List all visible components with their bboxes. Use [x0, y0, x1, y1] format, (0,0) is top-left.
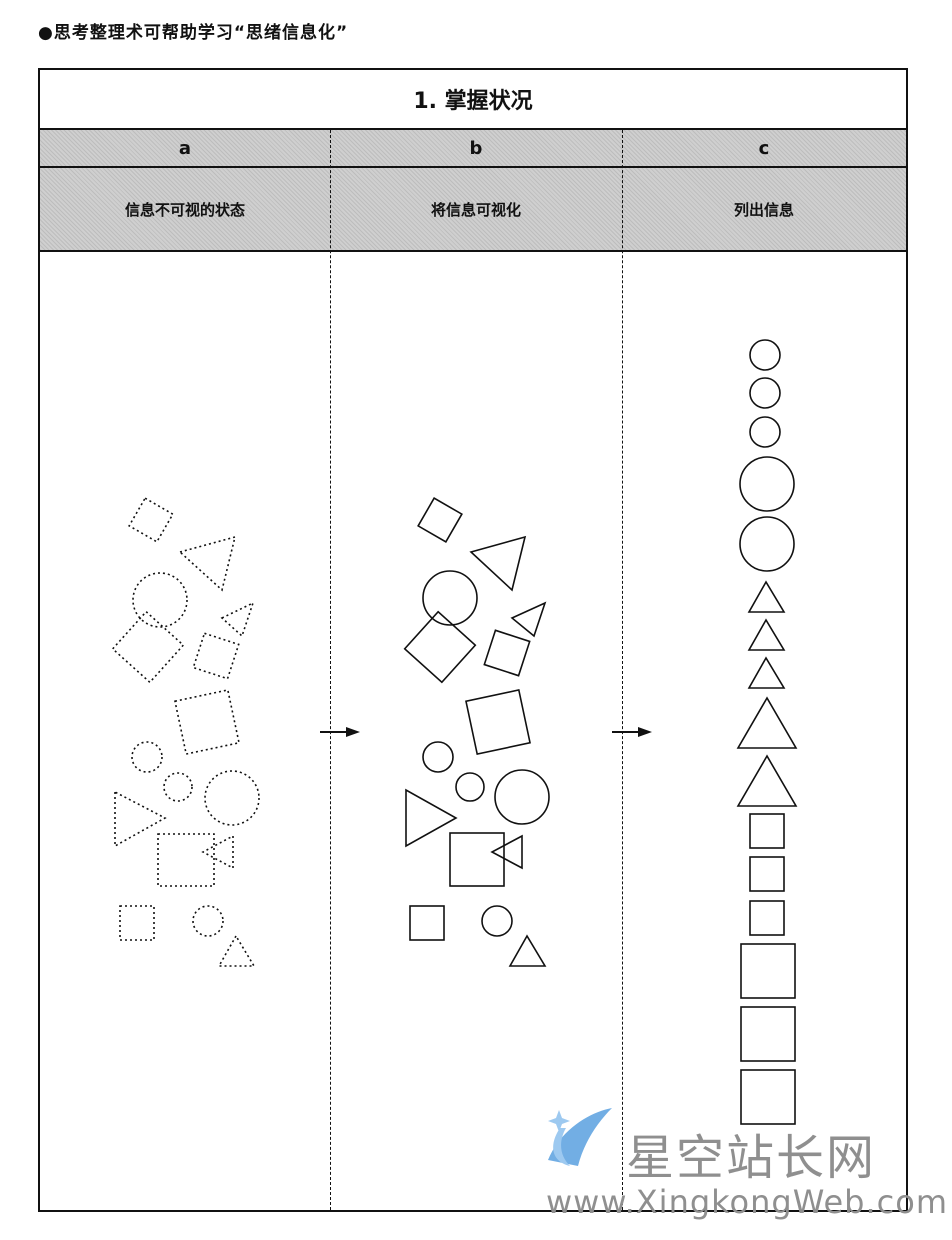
list-square: [740, 1006, 796, 1062]
list-square: [749, 856, 785, 892]
list-square: [740, 943, 796, 999]
solid-circle: [422, 741, 454, 773]
dotted-circle: [132, 572, 188, 628]
column-divider: [622, 130, 623, 1210]
list-square: [740, 1069, 796, 1125]
solid-triangle: [490, 834, 523, 870]
list-circle: [739, 456, 795, 512]
arrow-right-icon: [320, 727, 360, 737]
solid-triangle: [405, 788, 458, 848]
dotted-triangle: [220, 601, 255, 638]
dotted-square: [157, 833, 215, 887]
solid-square: [403, 610, 477, 684]
solid-square: [465, 689, 531, 755]
list-circle: [749, 339, 781, 371]
solid-triangle: [510, 601, 547, 638]
column-letter-row: a b c: [40, 130, 906, 168]
solid-triangle: [469, 535, 527, 592]
dotted-circle: [204, 770, 260, 826]
solid-square: [417, 497, 463, 543]
list-circle: [749, 377, 781, 409]
solid-circle: [455, 772, 485, 802]
column-divider: [330, 130, 331, 1210]
list-circle: [749, 416, 781, 448]
dotted-circle: [192, 905, 224, 937]
list-triangle: [747, 580, 786, 613]
dotted-square: [128, 497, 174, 543]
list-triangle: [736, 696, 798, 749]
column-heading-b: 将信息可视化: [430, 200, 521, 219]
column-heading-a: 信息不可视的状态: [124, 200, 245, 219]
solid-triangle: [508, 934, 547, 967]
list-triangle: [747, 618, 786, 651]
scattered-dotted-shapes: [111, 497, 260, 967]
list-triangle: [736, 754, 798, 807]
dotted-square: [174, 689, 240, 755]
dotted-triangle: [217, 934, 256, 967]
dotted-square: [192, 632, 240, 680]
list-square: [749, 900, 785, 936]
list-square: [749, 813, 785, 849]
dotted-circle: [131, 741, 163, 773]
list-triangle: [747, 656, 786, 689]
dotted-triangle: [201, 834, 234, 870]
watermark-url: www.XingkongWeb.com: [546, 1183, 948, 1221]
diagram-table: 1. 掌握状况 a b c 信息不可视的状态 将信息可视化 列出信息: [38, 68, 908, 1212]
column-letter-c: c: [758, 137, 770, 159]
dotted-square: [119, 905, 155, 941]
column-letter-a: a: [178, 137, 192, 159]
table-title: 1. 掌握状况: [40, 70, 906, 130]
solid-circle: [422, 570, 478, 626]
sorted-shape-list: [736, 339, 798, 1125]
dotted-triangle: [178, 535, 237, 592]
column-letter-b: b: [469, 137, 483, 159]
dotted-circle: [163, 772, 193, 802]
dotted-square: [111, 610, 185, 684]
arrow-right-icon: [612, 727, 652, 737]
solid-circle: [494, 769, 550, 825]
solid-square: [409, 905, 445, 941]
solid-square: [483, 629, 531, 677]
logo-icon: [548, 1108, 612, 1166]
figure-caption: ●思考整理术可帮助学习“思绪信息化”: [38, 23, 349, 43]
solid-circle: [481, 905, 513, 937]
column-heading-row: 信息不可视的状态 将信息可视化 列出信息: [40, 168, 906, 252]
scattered-solid-shapes: [403, 497, 550, 967]
dotted-triangle: [114, 790, 167, 848]
solid-square: [449, 832, 505, 887]
list-circle: [739, 516, 795, 572]
column-heading-c: 列出信息: [733, 200, 794, 219]
watermark-brand: 星空站长网: [626, 1130, 877, 1186]
